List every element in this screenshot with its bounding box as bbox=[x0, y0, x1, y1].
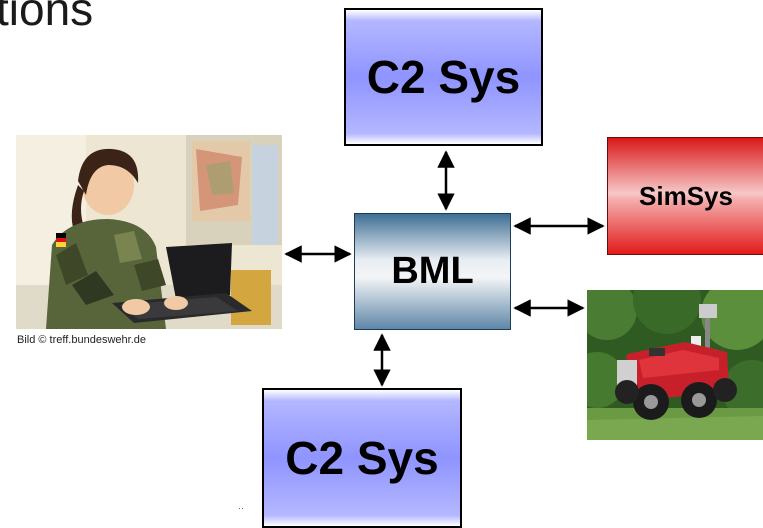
c2-sys-bottom-label: C2 Sys bbox=[285, 432, 439, 484]
photo-credit-caption: Bild © treff.bundeswehr.de bbox=[17, 334, 146, 346]
robot-vehicle-photo bbox=[587, 290, 763, 440]
c2-sys-top-label: C2 Sys bbox=[366, 51, 521, 103]
simsys-box: SimSys bbox=[607, 137, 763, 255]
simsys-label: SimSys bbox=[639, 180, 733, 211]
slide-title-fragment: tions bbox=[0, 0, 94, 35]
bml-label: BML bbox=[391, 250, 474, 292]
soldier-laptop-photo bbox=[16, 135, 282, 329]
c2-sys-bottom-box: C2 Sys bbox=[262, 388, 462, 528]
footer-dots: ·· bbox=[238, 503, 244, 513]
c2-sys-top-box: C2 Sys bbox=[344, 8, 543, 146]
bml-box: BML bbox=[354, 213, 511, 330]
